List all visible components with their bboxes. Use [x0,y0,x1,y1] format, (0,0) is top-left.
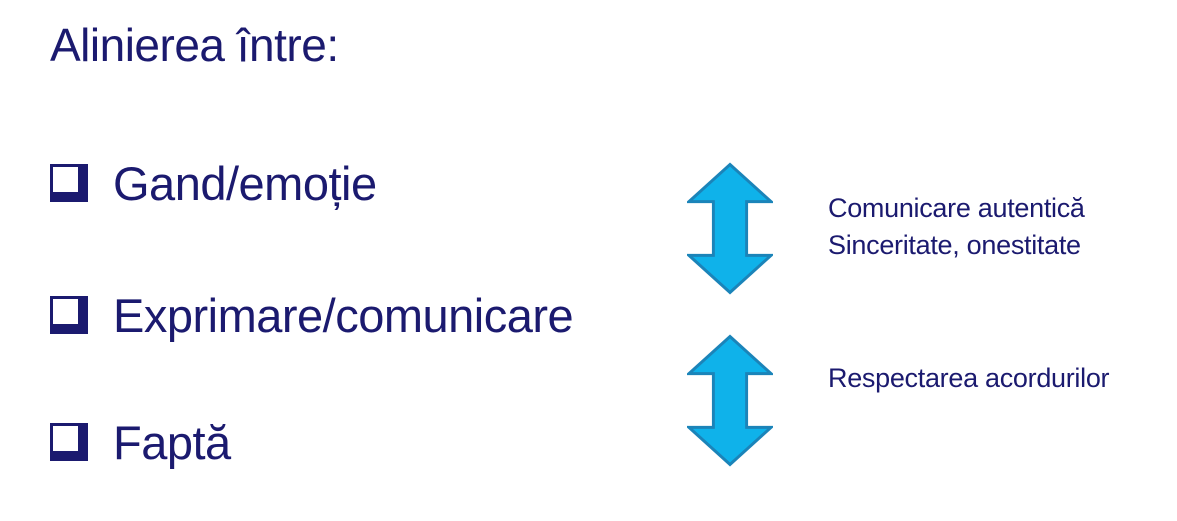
bullet-item-fapta: Faptă [50,413,231,471]
double-arrow-bottom-icon [687,334,773,467]
annotation-line: Sinceritate, onestitate [828,230,1081,260]
double-arrow-top-icon [687,162,773,295]
annotation-respecting-agreements: Respectarea acordurilor [828,360,1110,397]
bullet-label: Exprimare/comunicare [113,288,574,342]
bullet-item-exprimare-comunicare: Exprimare/comunicare [50,286,574,344]
bullet-label: Gand/emoție [113,156,377,210]
checkbox-bullet-icon [50,423,88,461]
checkbox-bullet-icon [50,296,88,334]
annotation-line: Respectarea acordurilor [828,363,1110,393]
bullet-item-gand-emotie: Gand/emoție [50,154,377,212]
checkbox-bullet-icon [50,164,88,202]
bullet-label: Faptă [113,415,231,469]
annotation-authentic-communication: Comunicare autentică Sinceritate, onesti… [828,190,1085,264]
annotation-line: Comunicare autentică [828,193,1085,223]
slide-title: Alinierea între: [50,19,339,71]
